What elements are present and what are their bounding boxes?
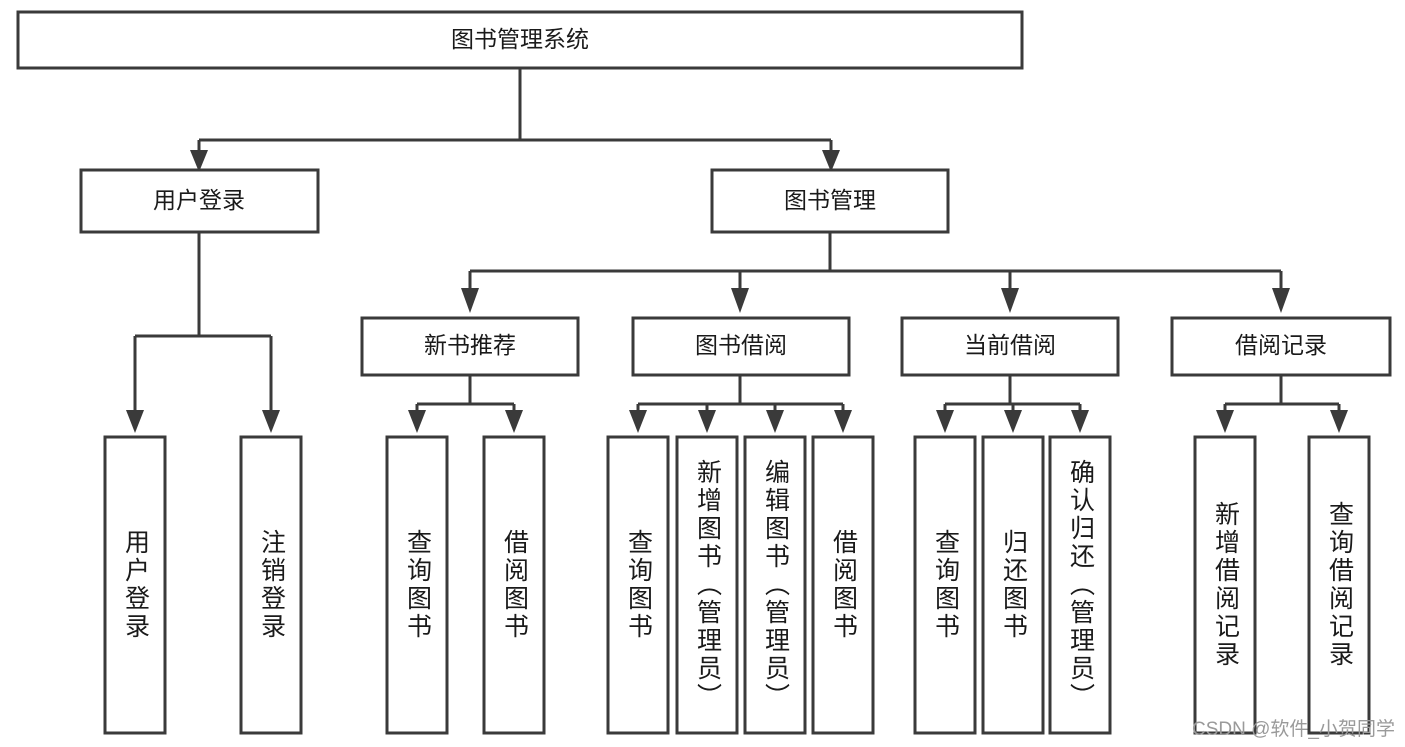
node-box-leaf-query-book-2[interactable] [606,435,670,735]
node-box-book-borrow[interactable] [631,316,851,377]
node-box-leaf-logout[interactable] [239,435,303,735]
node-label-book-management: 图书管理 [784,187,876,213]
node-box-leaf-confirm-return[interactable] [1048,435,1112,735]
connector-book-borrow-bus [636,375,845,414]
connector-borrow-record-bus [1223,375,1341,414]
node-box-root[interactable] [16,10,1024,70]
arrowhead-leaf-borrow-book-2 [834,410,852,433]
arrowhead-user-login [190,150,208,172]
watermark-text: CSDN @软件_小贺同学 [1192,719,1395,740]
node-box-leaf-add-record[interactable] [1193,435,1257,735]
node-box-leaf-borrow-book-2[interactable] [811,435,875,735]
arrowhead-leaf-add-record [1216,410,1234,433]
node-box-leaf-add-book[interactable] [675,435,739,735]
arrowhead-leaf-query-book-1 [408,410,426,433]
arrowhead-book-borrow [731,288,749,313]
node-box-leaf-user-login[interactable] [103,435,167,735]
node-box-current-borrow[interactable] [900,316,1120,377]
arrowhead-leaf-query-book-3 [936,410,954,433]
node-box-new-book-recommend[interactable] [360,316,580,377]
node-box-leaf-edit-book[interactable] [743,435,807,735]
arrowhead-current-borrow [1001,288,1019,313]
node-box-leaf-query-book-1[interactable] [385,435,449,735]
connector-user-login-bus [133,232,273,414]
node-box-leaf-borrow-book-1[interactable] [482,435,546,735]
node-box-user-login[interactable] [79,168,320,234]
arrowhead-leaf-return-book [1004,410,1022,433]
arrowhead-leaf-user-login [126,410,144,433]
node-label-user-login: 用户登录 [153,187,245,213]
connector-new-book-recommend-bus [415,375,516,414]
connector-root-bus [197,68,833,158]
arrowhead-leaf-borrow-book-1 [505,410,523,433]
arrowhead-new-book-recommend [461,288,479,313]
arrowhead-borrow-record [1272,288,1290,313]
arrowhead-leaf-confirm-return [1071,410,1089,433]
arrowhead-leaf-logout [262,410,280,433]
node-label-root: 图书管理系统 [451,26,589,52]
node-box-leaf-query-record[interactable] [1307,435,1371,735]
node-label-new-book-recommend: 新书推荐 [424,332,516,358]
arrowhead-leaf-query-record [1330,410,1348,433]
node-box-book-management[interactable] [710,168,950,234]
node-box-borrow-record[interactable] [1170,316,1392,377]
node-box-leaf-query-book-3[interactable] [913,435,977,735]
node-box-leaf-return-book[interactable] [981,435,1045,735]
arrowhead-leaf-query-book-2 [629,410,647,433]
arrowhead-leaf-add-book [698,410,716,433]
connector-book-management-bus [468,232,1283,290]
arrowhead-leaf-edit-book [766,410,784,433]
connector-current-borrow-bus [943,375,1082,414]
node-label-current-borrow: 当前借阅 [964,332,1056,358]
node-label-borrow-record: 借阅记录 [1235,332,1327,358]
arrowhead-book-management [822,150,840,172]
node-label-book-borrow: 图书借阅 [695,332,787,358]
